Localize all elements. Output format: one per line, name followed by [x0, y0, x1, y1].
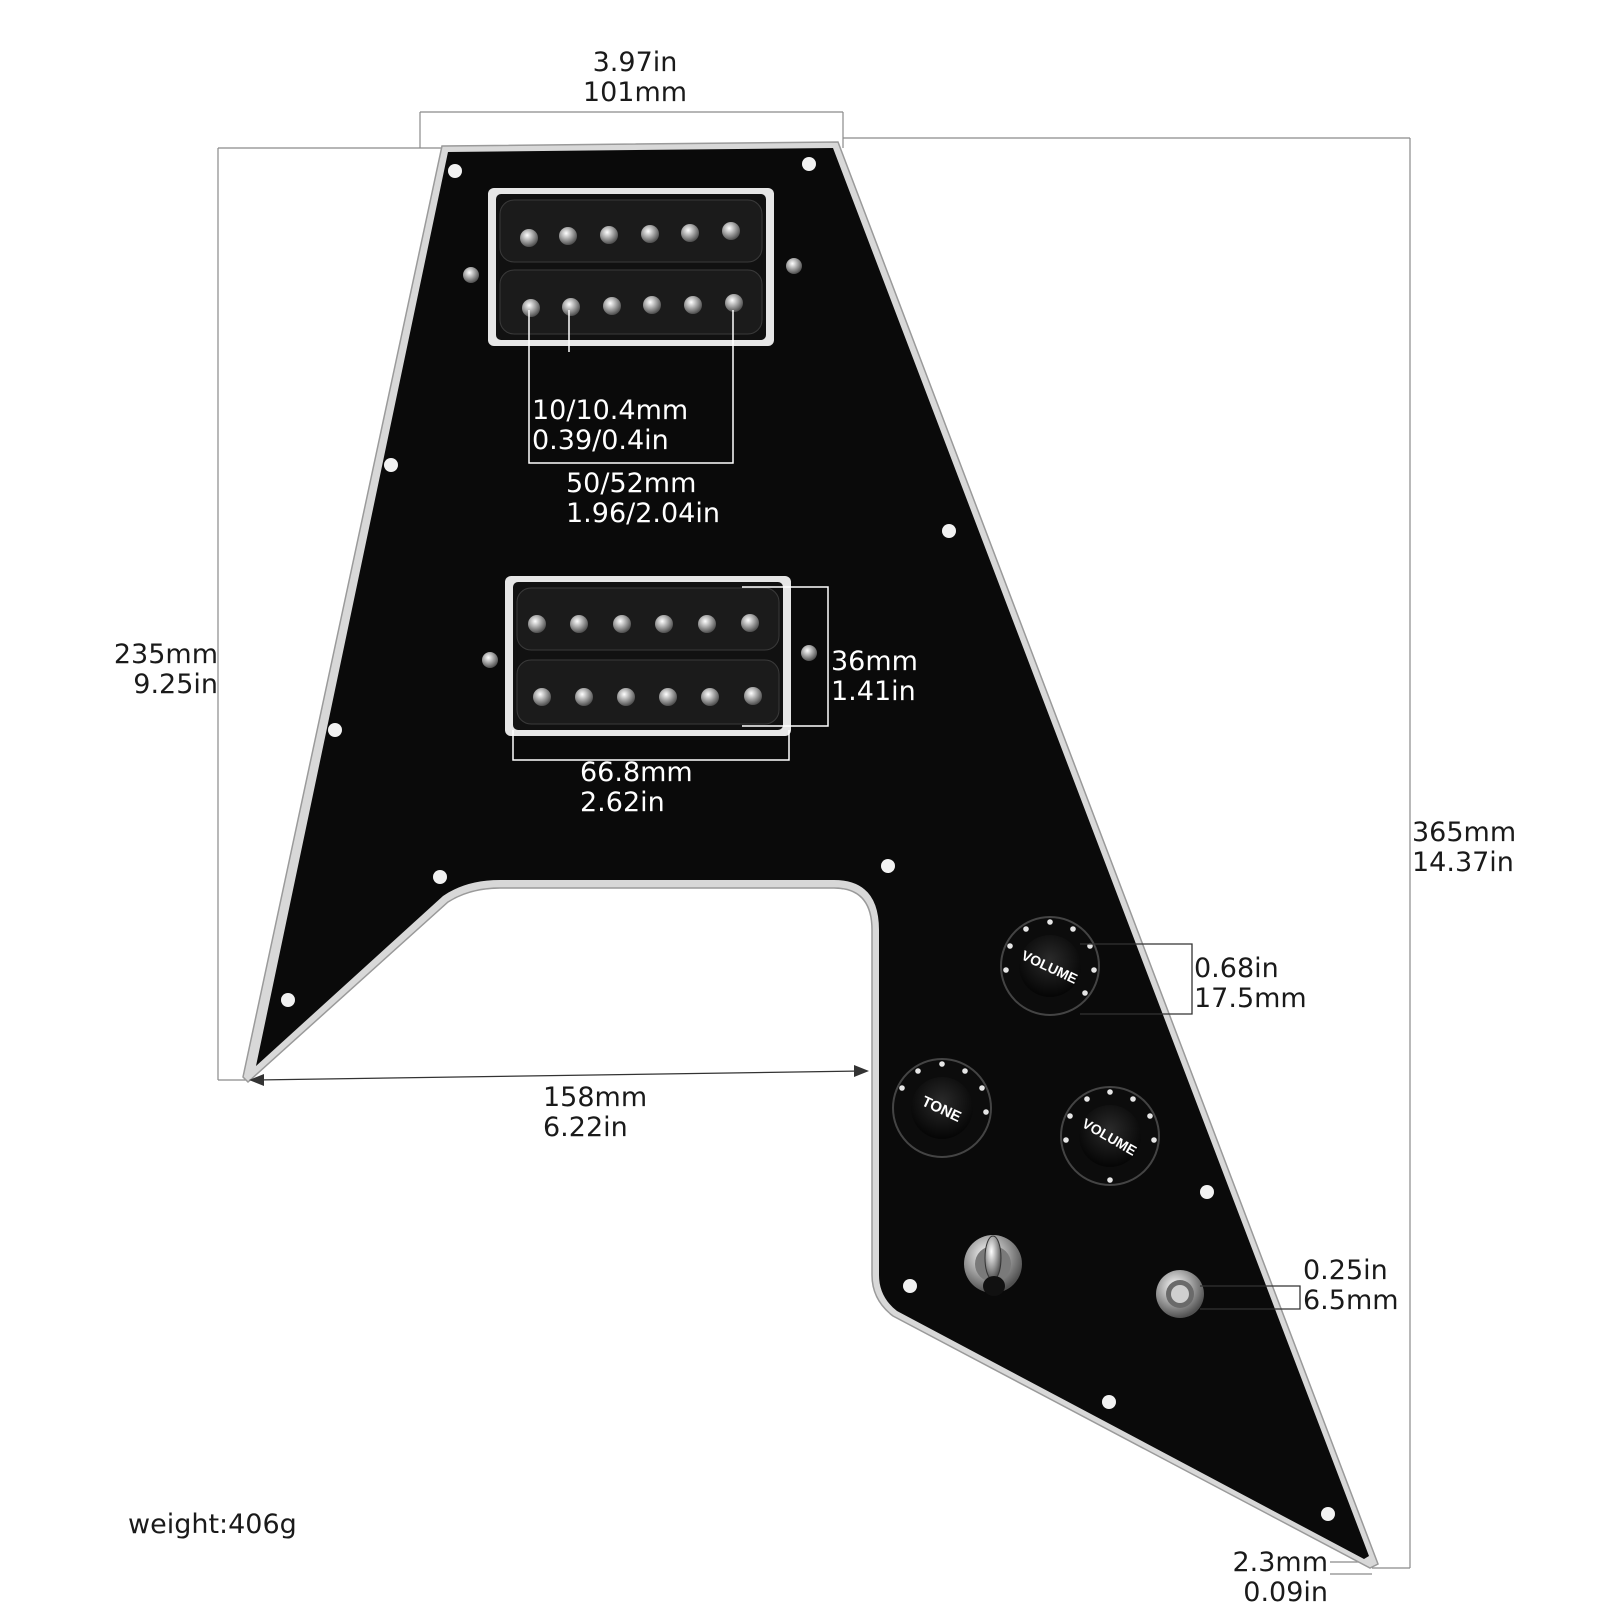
top-width-mm: 101mm — [582, 77, 688, 108]
bottom-width-label: 158mm 6.22in — [543, 1083, 647, 1143]
screw-holes — [281, 157, 1335, 1521]
top-width-in: 3.97in — [592, 47, 678, 78]
pickup-dimension-lines — [512, 310, 829, 761]
pole-spacing-label: 10/10.4mm 0.39/0.4in — [532, 396, 688, 456]
toggle-switch — [964, 1235, 1022, 1296]
total-height-label: 365mm 14.37in — [1412, 818, 1516, 878]
thickness-label: 2.3mm 0.09in — [1210, 1548, 1328, 1608]
bridge-pickup — [482, 576, 817, 736]
pickup-width-mm: 36mm — [831, 646, 918, 677]
pole-span-label: 50/52mm 1.96/2.04in — [566, 469, 720, 529]
bottom-width-mm: 158mm — [543, 1082, 648, 1113]
bridge-screw-right — [801, 645, 817, 661]
neck-pickup — [463, 188, 802, 346]
pickup-width-label: 36mm 1.41in — [831, 647, 918, 707]
total-height-mm: 365mm — [1412, 817, 1517, 848]
dimension-lines — [217, 111, 1411, 1575]
hardware-dimension-lines — [1080, 943, 1301, 1310]
bridge-screw-left — [482, 652, 498, 668]
pickguard-black — [256, 148, 1369, 1559]
weight-label: weight:406g — [128, 1509, 297, 1540]
pickup-length-in: 2.62in — [580, 787, 665, 818]
neck-pole-pieces — [520, 222, 743, 317]
thickness-mm: 2.3mm — [1232, 1547, 1328, 1578]
pickup-length-mm: 66.8mm — [580, 757, 693, 788]
total-height-in: 14.37in — [1412, 847, 1514, 878]
pickup-width-in: 1.41in — [831, 676, 916, 707]
volume-knob-1: VOLUME — [1000, 916, 1100, 1016]
pole-span-mm: 50/52mm — [566, 468, 697, 499]
pickguard-body — [242, 141, 1379, 1569]
neck-screw-right — [786, 258, 802, 274]
tone-knob: TONE — [892, 1058, 992, 1158]
bridge-pole-pieces — [528, 614, 762, 706]
knob-diameter-label: 0.68in 17.5mm — [1194, 954, 1307, 1014]
bottom-width-in: 6.22in — [543, 1112, 628, 1143]
left-height-label: 235mm 9.25in — [96, 640, 218, 700]
knob-diameter-in: 0.68in — [1194, 953, 1279, 984]
left-height-mm: 235mm — [113, 639, 218, 670]
knob-diameter-mm: 17.5mm — [1194, 983, 1307, 1014]
jack-diameter-in: 0.25in — [1303, 1255, 1388, 1286]
left-height-in: 9.25in — [133, 669, 218, 700]
pole-spacing-mm: 10/10.4mm — [532, 395, 689, 426]
thickness-in: 0.09in — [1243, 1577, 1328, 1608]
pickup-length-label: 66.8mm 2.62in — [580, 758, 693, 818]
neck-screw-left — [463, 267, 479, 283]
bottom-width-arrow — [249, 1065, 869, 1086]
jack-diameter-mm: 6.5mm — [1303, 1285, 1399, 1316]
volume-knob-2: VOLUME — [1060, 1086, 1160, 1186]
output-jack — [1156, 1270, 1204, 1318]
jack-diameter-label: 0.25in 6.5mm — [1303, 1256, 1399, 1316]
pole-spacing-in: 0.39/0.4in — [532, 425, 669, 456]
pole-span-in: 1.96/2.04in — [566, 498, 720, 529]
top-width-label: 3.97in 101mm — [560, 48, 710, 108]
